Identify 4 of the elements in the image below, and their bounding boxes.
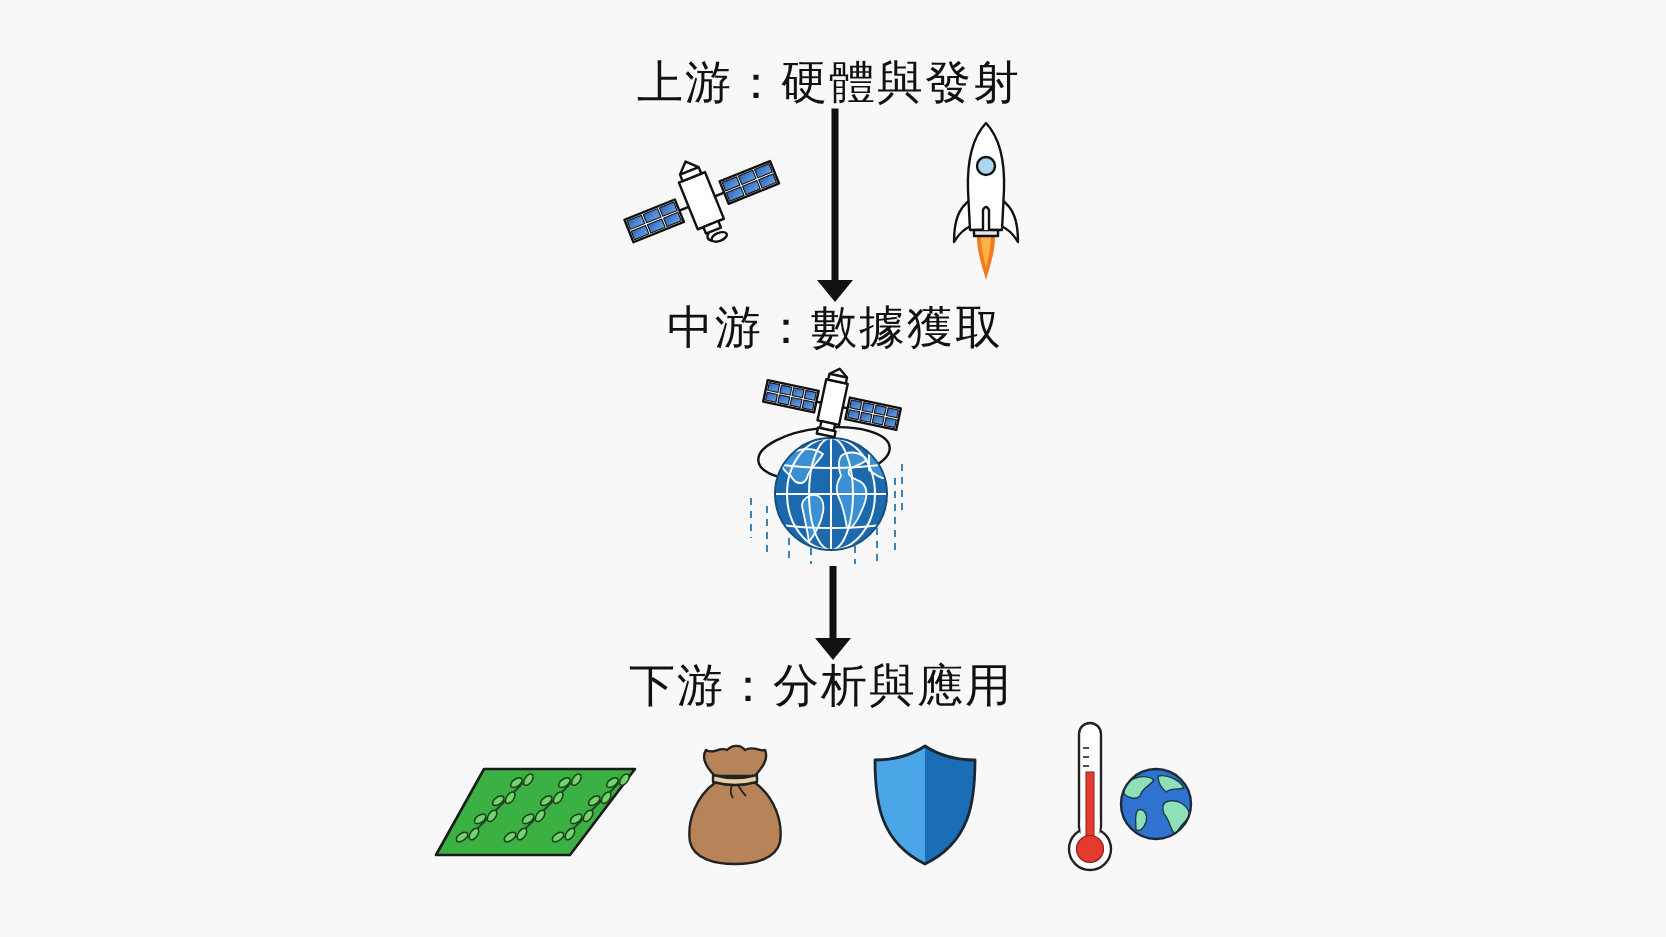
arrow [817, 108, 853, 302]
section-heading: 中游：數據獲取 [667, 302, 1003, 354]
section-heading: 上游：硬體與發射 [637, 57, 1021, 109]
section-heading: 下游：分析與應用 [629, 660, 1013, 712]
